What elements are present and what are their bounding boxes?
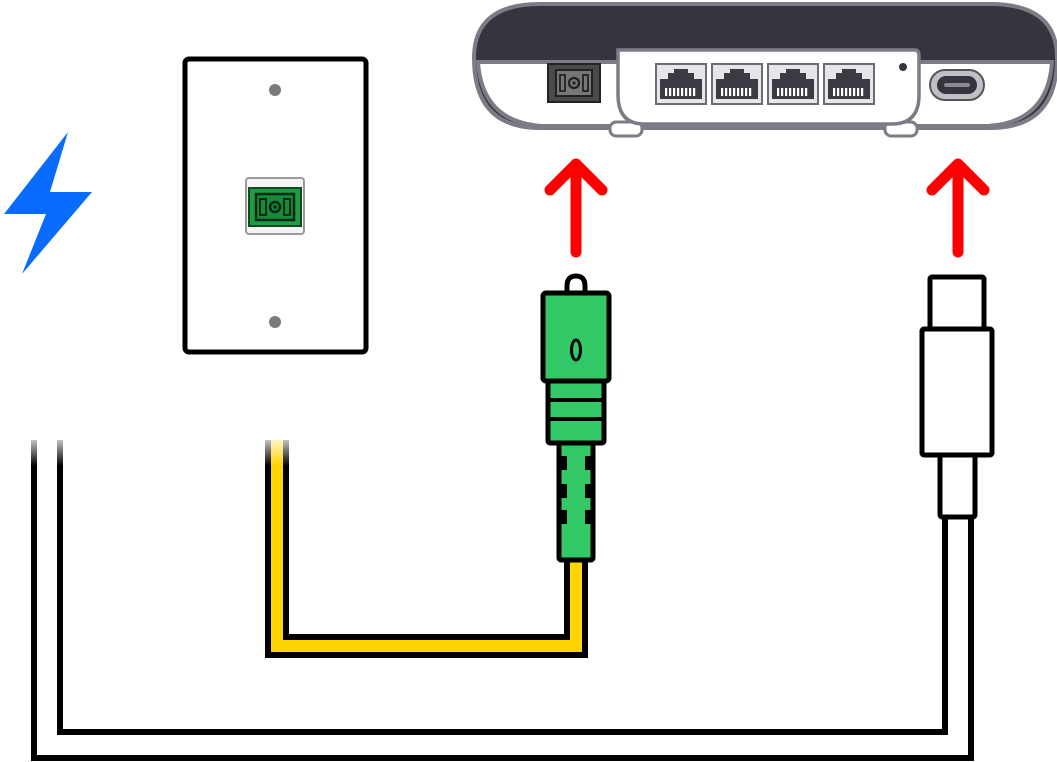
lightning-bolt-icon — [4, 132, 92, 274]
arrow-up-icon — [544, 158, 608, 258]
screw-icon — [269, 316, 281, 328]
power-cable — [31, 440, 974, 761]
fiber-port-icon — [547, 63, 601, 103]
arrow-up-icon — [926, 158, 990, 258]
ethernet-ports — [655, 63, 875, 105]
rj45-port-icon — [767, 63, 819, 105]
fiber-wall-plate — [182, 56, 369, 355]
status-led — [899, 63, 907, 71]
screw-icon — [269, 84, 281, 96]
device-foot — [608, 120, 644, 138]
usb-c-plug — [919, 274, 995, 520]
usb-c-port-icon — [929, 69, 985, 101]
rj45-port-icon — [823, 63, 875, 105]
fiber-modem-device — [471, 2, 1057, 138]
rj45-port-icon — [655, 63, 707, 105]
wall-fiber-port-icon — [245, 177, 305, 235]
sc-apc-connector — [540, 273, 612, 563]
fiber-cable — [265, 440, 588, 658]
rj45-port-icon — [711, 63, 763, 105]
cable-fade — [0, 432, 320, 466]
